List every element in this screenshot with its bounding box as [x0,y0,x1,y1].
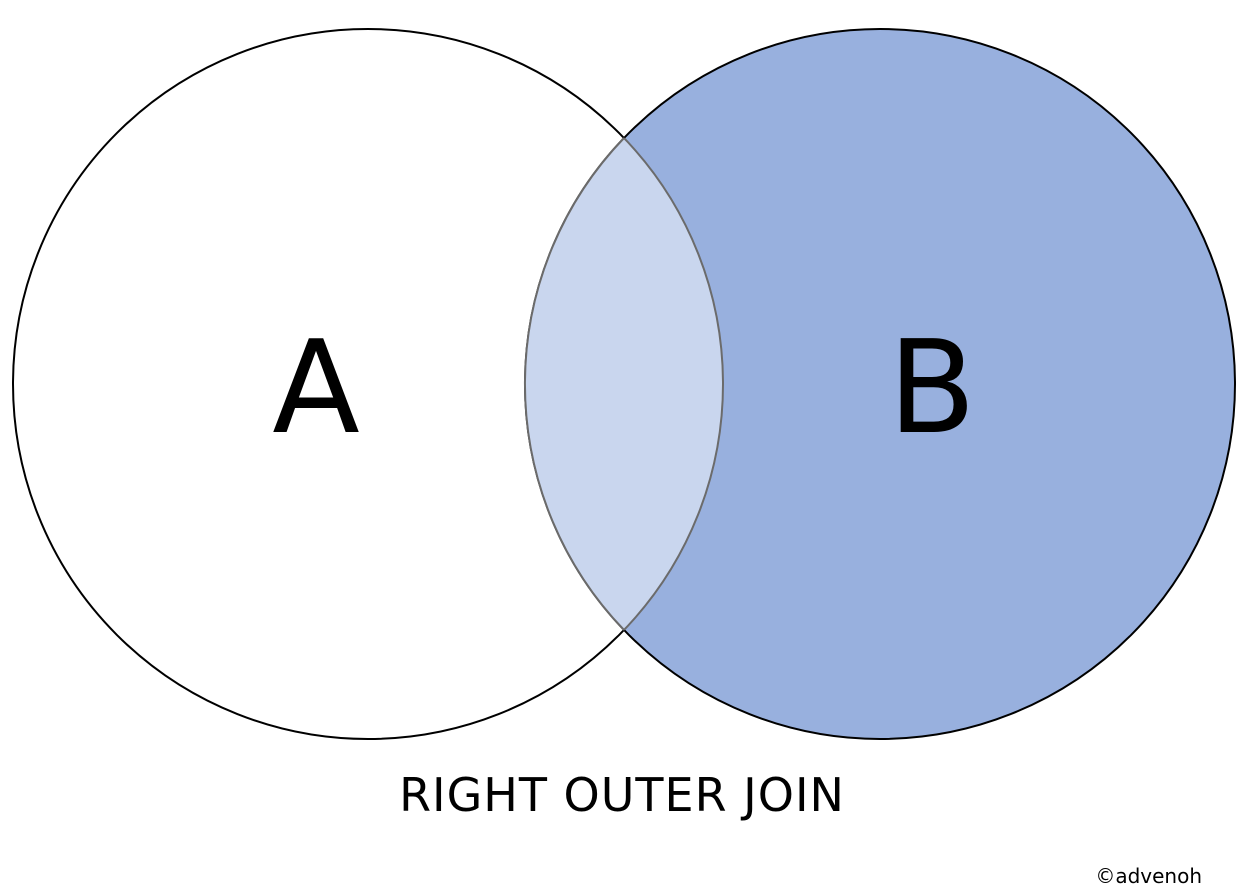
intersection-outline-a [525,29,724,739]
set-b-label: B [888,314,976,463]
set-a-label: A [272,314,360,463]
intersection-outline-b [524,137,625,631]
diagram-caption: RIGHT OUTER JOIN [399,768,845,822]
copyright-credit: ©advenoh [1095,864,1202,888]
